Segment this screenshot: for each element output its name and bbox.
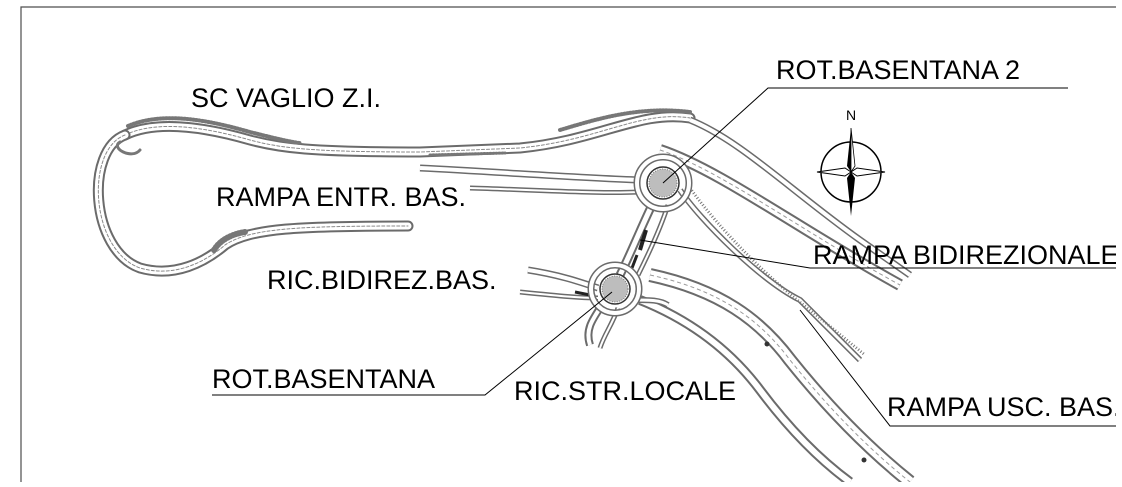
rampa-entr-road (419, 164, 641, 196)
north-arrow-icon (816, 127, 886, 216)
label-ric-bidirez: RIC.BIDIREZ.BAS. (267, 265, 497, 295)
leader-rot-basentana (212, 291, 613, 396)
compass-north-label: N (846, 107, 856, 123)
label-rot-basentana: ROT.BASENTANA (212, 364, 435, 394)
roundabout-basentana (587, 261, 643, 317)
label-ric-str-locale: RIC.STR.LOCALE (514, 376, 736, 406)
drawing-frame (20, 6, 1116, 482)
sc-vaglio-loop-road (92, 108, 696, 277)
label-sc-vaglio: SC VAGLIO Z.I. (191, 83, 381, 113)
lower-right-carriageway (638, 268, 915, 482)
upper-right-carriageway (658, 116, 913, 363)
label-rampa-bidirezionale: RAMPA BIDIREZIONALE (813, 240, 1119, 270)
leader-rampa-usc (799, 309, 1116, 427)
label-rot-basentana-2: ROT.BASENTANA 2 (776, 55, 1020, 85)
leader-rot-basentana-2 (662, 87, 1068, 184)
label-rampa-entr: RAMPA ENTR. BAS. (216, 182, 466, 212)
leader-rampa-bidirezionale (639, 239, 1116, 269)
ric-bidirez-road (519, 266, 600, 301)
label-rampa-usc: RAMPA USC. BAS. (887, 392, 1121, 422)
leader-lines (212, 87, 1116, 427)
